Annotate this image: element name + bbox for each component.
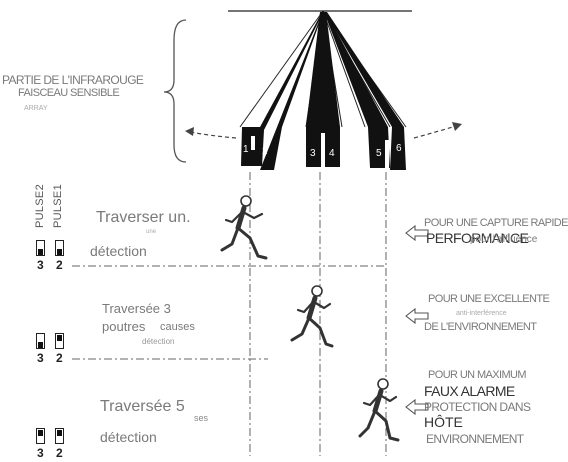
running-person-3 [358, 378, 400, 442]
row3-small: ses [194, 413, 209, 423]
row3-title: Traversée 5 [100, 398, 185, 415]
beam-number-4: 4 [329, 148, 335, 159]
beam-separators [251, 133, 389, 170]
row1-right-line2: PERFORMANCE [426, 230, 529, 246]
row1-title: Traverser un. [96, 209, 191, 226]
pulse1-label: PULSE1 [52, 184, 64, 228]
beam-5 [324, 12, 390, 168]
running-person-1 [220, 195, 268, 260]
row2-right-line2: anti-interférence [456, 310, 507, 317]
detection-zone-lines [249, 172, 387, 456]
beam-number-6: 6 [396, 143, 402, 154]
beam-number-3: 3 [310, 148, 316, 159]
infrared-beams [241, 11, 406, 170]
row2-small: causes [160, 321, 195, 333]
switch-number-3-row1: 3 [37, 258, 44, 272]
beam-spread-arrows [189, 125, 457, 139]
row3-sub: détection [100, 429, 157, 445]
row3-right-line5: ENVIRONNEMENT [426, 432, 524, 446]
switch-number-3-row2: 3 [37, 351, 44, 365]
sensor-area-label-line1: PARTIE DE L'INFRAROUGE [2, 73, 144, 87]
row1-right-line1: POUR UNE CAPTURE RAPIDE [424, 217, 568, 229]
switch-number-2-row2: 2 [56, 351, 63, 365]
row1-small: une [146, 229, 157, 235]
beam-1 [241, 11, 323, 166]
switch-number-2-row3: 2 [56, 446, 63, 460]
pulse2-label: PULSE2 [34, 184, 46, 228]
arrow-head-left [185, 127, 194, 136]
row1-right-overlay: pour l'affluence [470, 234, 538, 245]
row2-sub: détection [142, 337, 175, 346]
sensor-area-label-line3: ARRAY [24, 105, 48, 112]
dip-switch-pulse1-row2 [55, 333, 64, 349]
beam-3-4 [306, 12, 340, 167]
row2-mid: poutres [102, 319, 146, 334]
row3-right-line2: FAUX ALARME [424, 383, 515, 399]
row3-right-line4: HÔTE [424, 414, 463, 430]
dip-switch-pulse2-row1 [36, 240, 45, 256]
row3-right-line1: POUR UN MAXIMUM [428, 369, 527, 381]
beam-number-1: 1 [243, 144, 249, 155]
row3-right-line3: PROTECTION DANS [424, 400, 531, 414]
benefit-arrow-3 [405, 398, 429, 416]
dip-switch-pulse2-row3 [36, 428, 45, 444]
dip-switch-pulse2-row2 [36, 333, 45, 349]
dip-switch-pulse1-row3 [55, 428, 64, 444]
beam-6 [325, 12, 406, 170]
dip-switch-pulse1-row1 [55, 240, 64, 256]
row2-right-line3: DE L'ENVIRONNEMENT [424, 321, 537, 333]
row2-right-line1: POUR UNE EXCELLENTE [428, 293, 550, 305]
beam-number-5: 5 [376, 148, 382, 159]
switch-number-2-row1: 2 [56, 258, 63, 272]
switch-number-3-row3: 3 [37, 446, 44, 460]
benefit-arrow-1 [405, 224, 429, 242]
beam-2 [260, 11, 323, 170]
benefit-arrows [405, 224, 429, 416]
sensing-area-brace [163, 19, 187, 163]
arrow-head-right [452, 122, 462, 131]
row1-sub: détection [90, 243, 147, 259]
beam-number-2: 2 [262, 146, 268, 157]
row2-title: Traversée 3 [102, 301, 171, 316]
benefit-arrow-2 [405, 307, 429, 325]
running-person-2 [290, 285, 334, 348]
sensor-area-label-line2: FAISCEAU SENSIBLE [18, 87, 120, 99]
row-baselines [72, 265, 384, 360]
